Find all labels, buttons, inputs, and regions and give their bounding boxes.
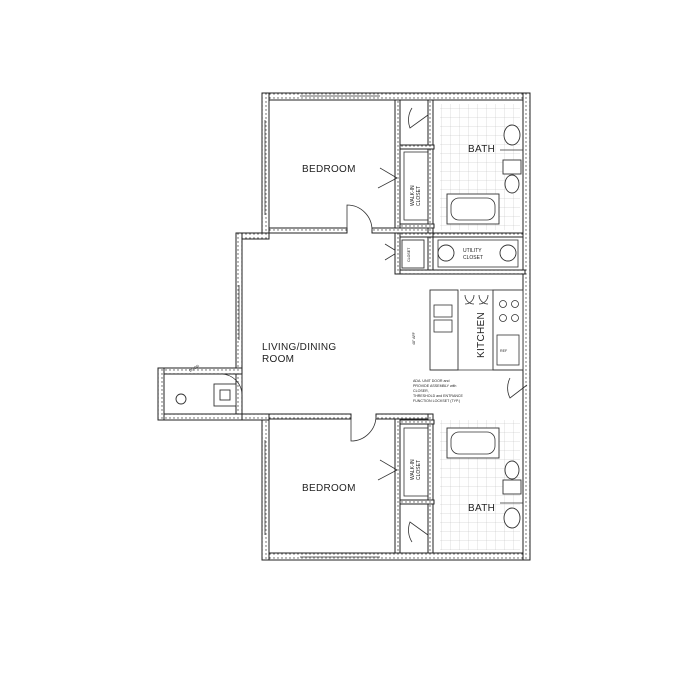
entry-porch: DOOR (157, 364, 243, 421)
interior-walls (268, 99, 434, 554)
bath-top-label: BATH (468, 144, 495, 155)
ada-note-line1: ADA. UNIT DOOR and (413, 379, 449, 383)
kitchen-fixtures: REF 48" AFF (412, 289, 524, 371)
bath-bottom-fixtures (446, 427, 523, 529)
bedroom-bottom-label: BEDROOM (302, 483, 356, 494)
walkin-closet-bottom-label-line2: CLOSET (416, 460, 422, 480)
closet-and-utility (394, 232, 526, 275)
walkin-closet-bottom (399, 419, 435, 505)
kitchen-label: KITCHEN (476, 312, 487, 358)
closet-label: CLOSET (407, 247, 411, 262)
utility-closet-label-line2: CLOSET (463, 255, 483, 261)
door-swings (346, 107, 528, 543)
walkin-closet-top-label-line2: CLOSET (416, 186, 422, 206)
svg-text:DOOR: DOOR (189, 364, 201, 373)
ada-note-line4: THRESHOLD and ENTRANCE (413, 394, 464, 398)
living-dining-label-line2: ROOM (262, 354, 294, 365)
ada-note: ADA. UNIT DOOR and PROVIDE ASSEMBLY with… (413, 379, 464, 403)
bath-top-fixtures (446, 124, 523, 225)
living-dining-label-line1: LIVING/DINING (262, 342, 336, 353)
svg-text:REF: REF (500, 349, 508, 353)
bath-bottom-label: BATH (468, 503, 495, 514)
walkin-closet-top (399, 144, 435, 229)
ada-note-line5: FUNCTION LOCKSET (TYP.) (413, 399, 460, 403)
ada-note-line2: PROVIDE ASSEMBLY with (413, 384, 456, 388)
exterior-walls (235, 92, 531, 561)
svg-text:48" AFF: 48" AFF (412, 331, 416, 345)
walkin-closet-bottom-label-line1: WALK-IN (410, 459, 416, 480)
ada-note-line3: CLOSER, (413, 389, 429, 393)
walkin-closet-top-label-line1: WALK-IN (410, 185, 416, 206)
bedroom-top-label: BEDROOM (302, 164, 356, 175)
utility-closet-label-line1: UTILITY (463, 248, 482, 254)
